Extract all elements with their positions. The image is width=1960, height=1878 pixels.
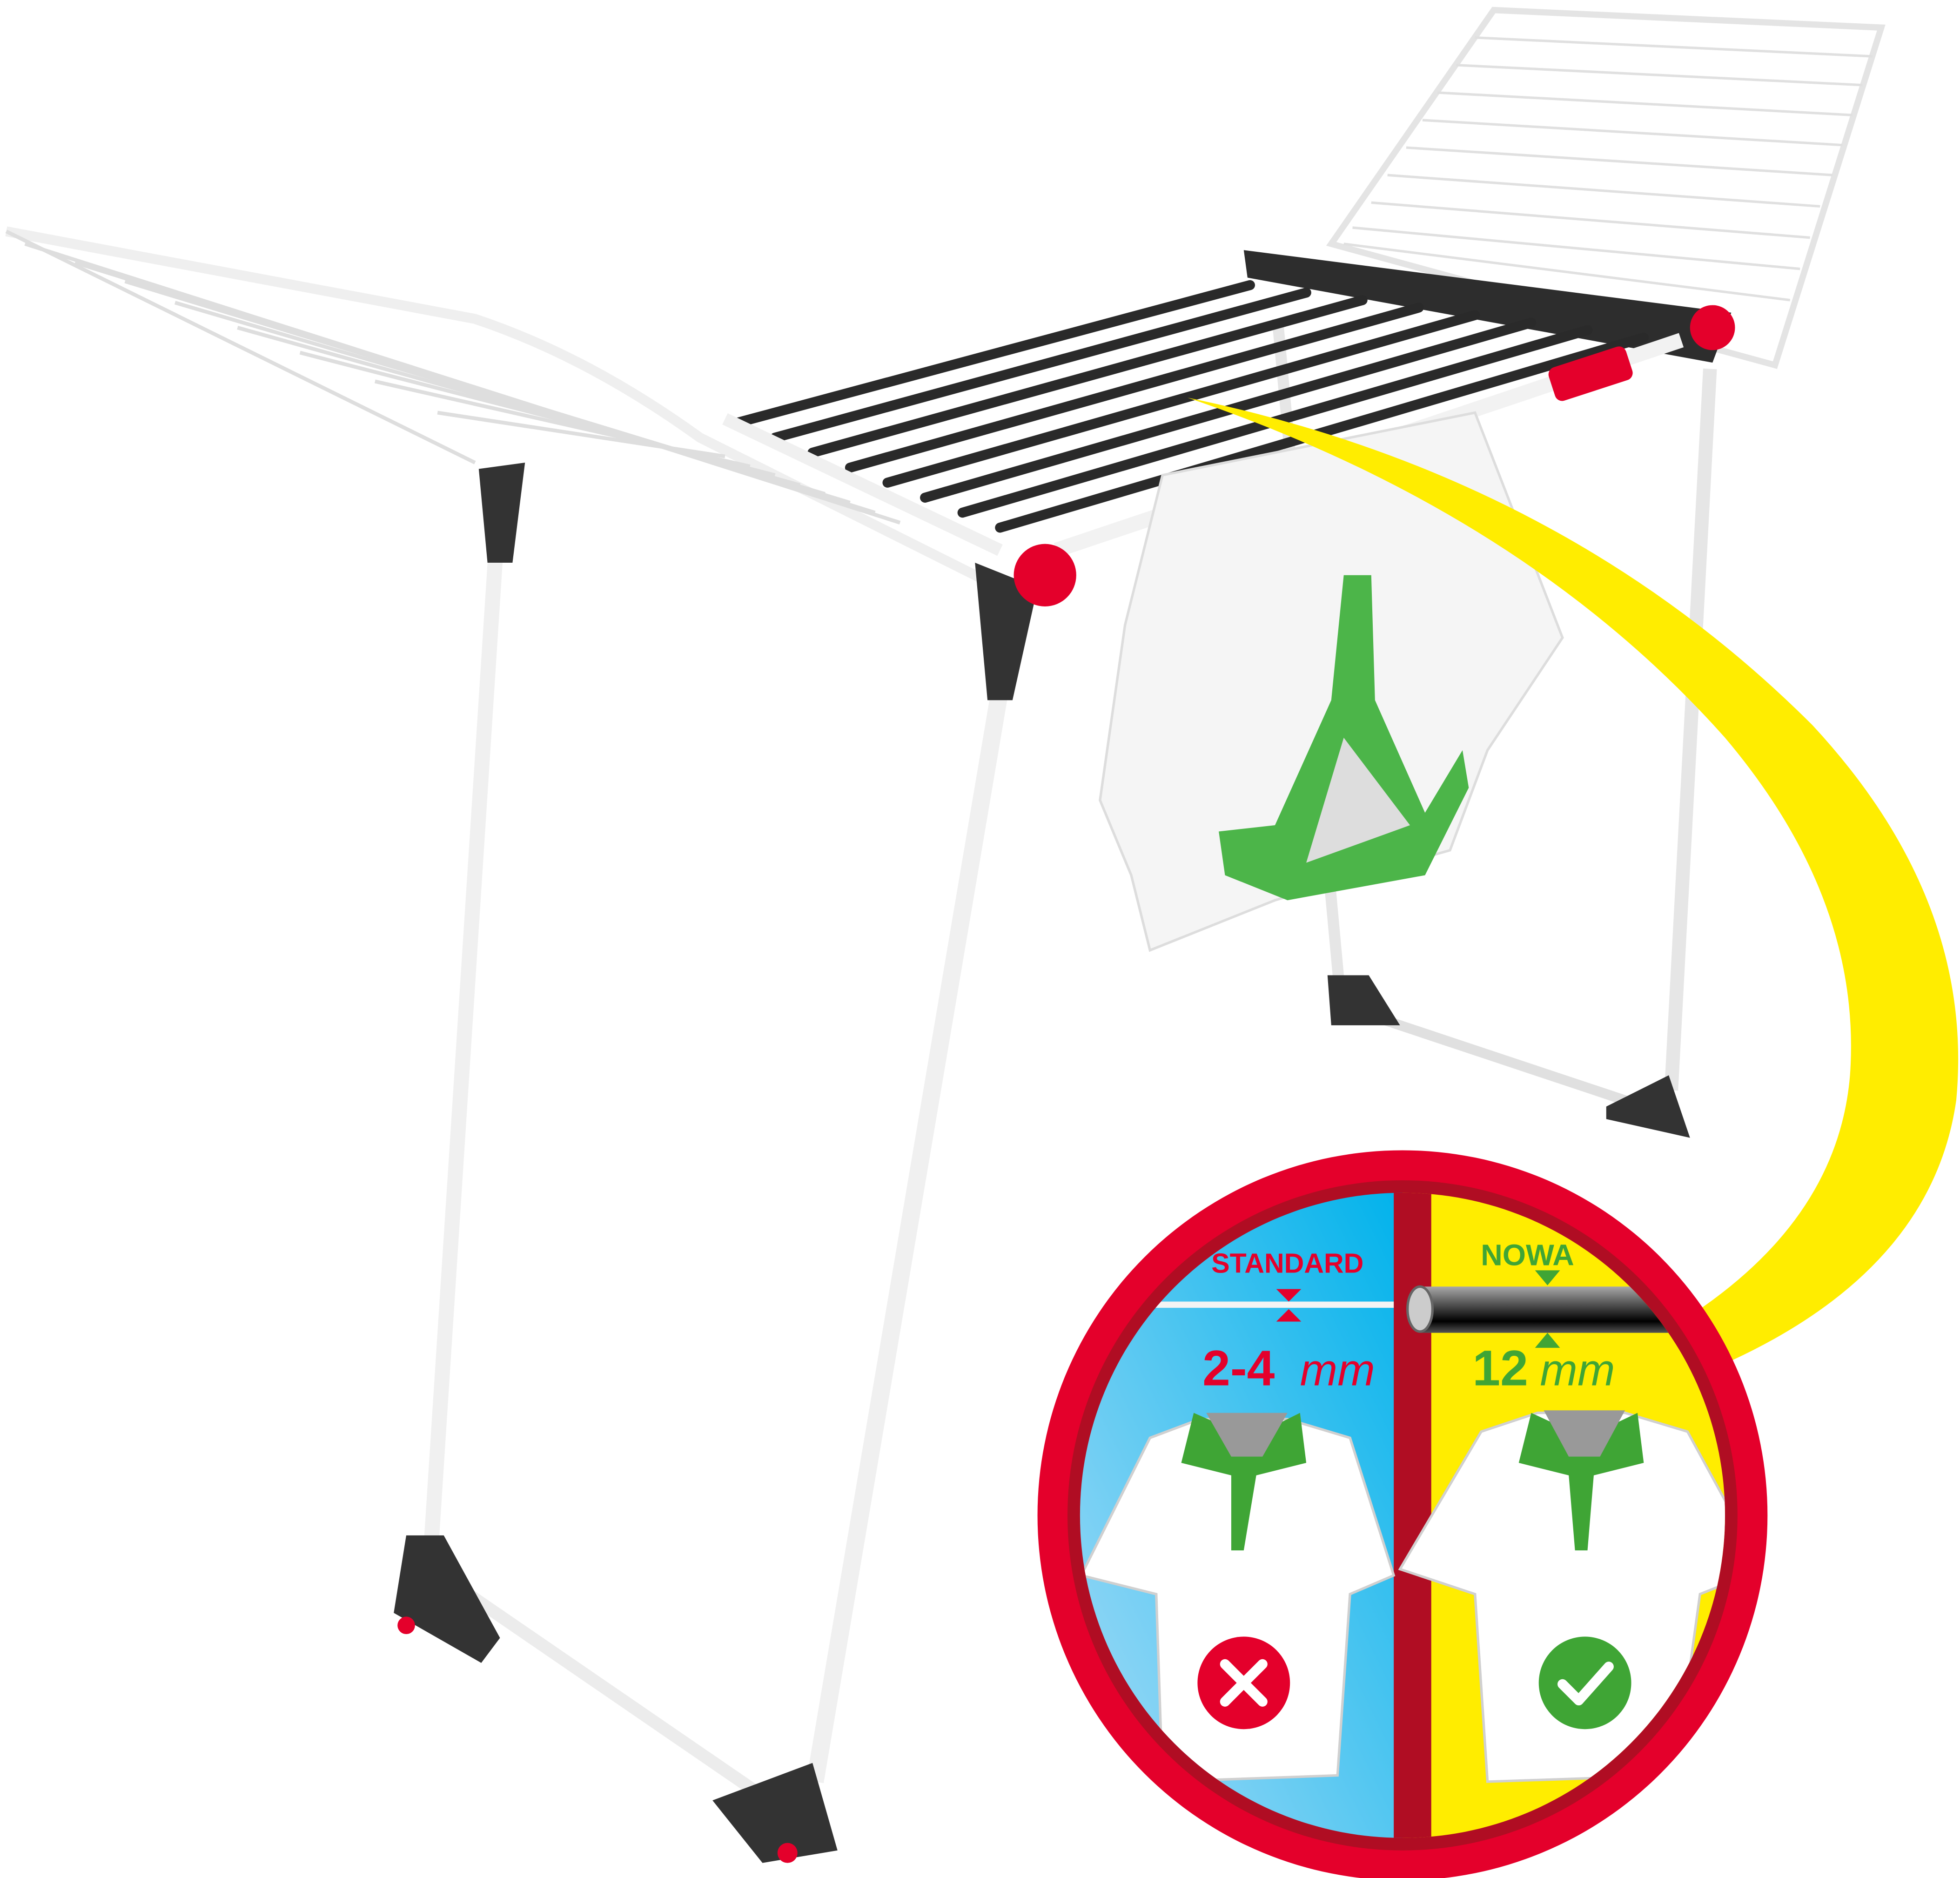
new-label: NOWA <box>1481 1239 1574 1272</box>
new-size-value: 12 <box>1472 1340 1528 1396</box>
standard-label: STANDARD <box>1211 1248 1363 1279</box>
standard-size-unit: mm <box>1300 1345 1375 1395</box>
vileda-logo-cap <box>1690 305 1735 350</box>
new-size-unit: mm <box>1540 1345 1615 1395</box>
callout-arrow <box>1187 397 1959 1369</box>
rack-foot <box>394 1535 500 1663</box>
shirt-stretched <box>1080 1413 1396 1783</box>
left-wing <box>5 226 990 586</box>
check-icon <box>1538 1636 1631 1730</box>
standard-size-value: 2-4 <box>1202 1340 1275 1396</box>
slider-clip <box>1548 346 1633 401</box>
drying-rack <box>5 7 1886 1863</box>
comparison-badge: STANDARD 2-4 mm NOWA 12 mm <box>1037 1150 1768 1878</box>
rack-foot <box>1606 1075 1690 1138</box>
right-wing <box>1326 7 1886 369</box>
rack-foot <box>1327 975 1400 1025</box>
shirt-perfect <box>1398 1410 1725 1783</box>
rack-foot <box>712 1763 838 1863</box>
vileda-logo-cap <box>1014 544 1076 606</box>
x-icon <box>1197 1636 1290 1730</box>
